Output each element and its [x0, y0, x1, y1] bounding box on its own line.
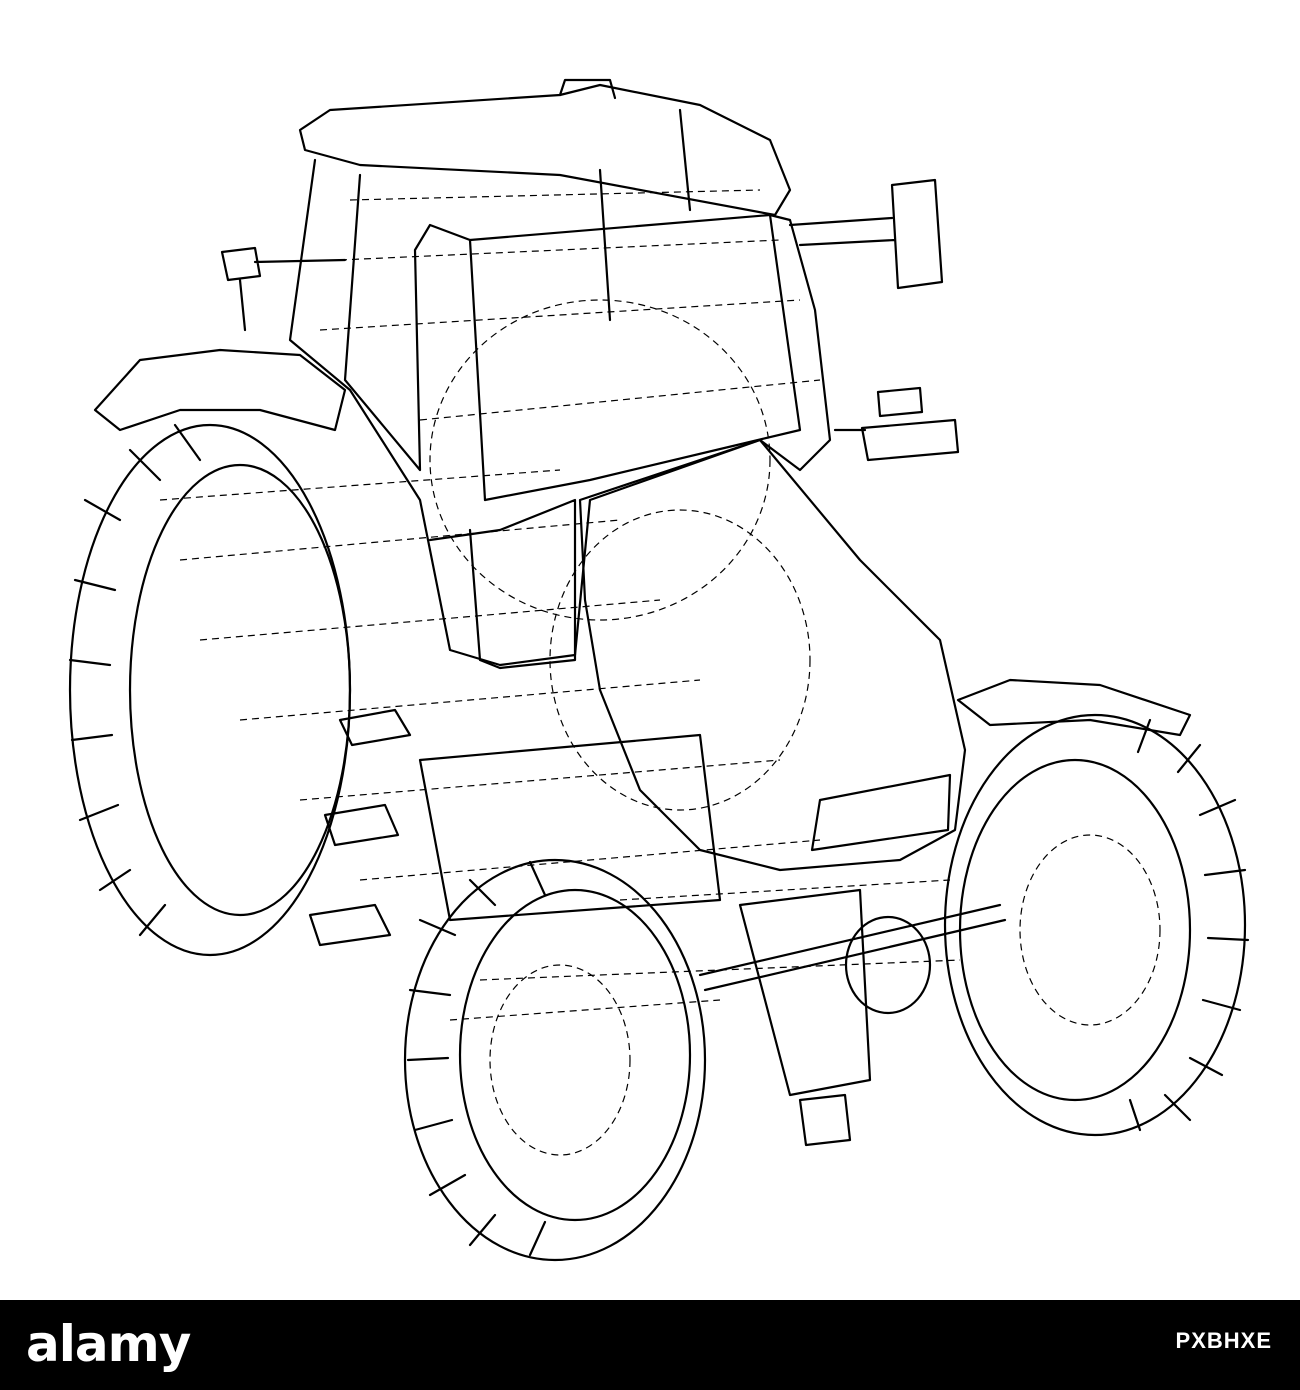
hidden-rear-right-tire [549, 509, 811, 811]
cab-frame [288, 158, 832, 667]
tractor-drawing [68, 78, 1250, 1262]
cab-roof [298, 83, 792, 217]
front-left-tire-treads [406, 860, 547, 1257]
front-axle [698, 888, 1007, 1097]
right-mirror [788, 178, 944, 290]
cab-step-upper [338, 708, 412, 747]
rear-fender [93, 348, 347, 432]
front-right-tire-inner [958, 758, 1192, 1102]
front-left-tire-inner [458, 888, 692, 1222]
tractor-hood [578, 438, 967, 872]
rear-left-tire [68, 423, 352, 957]
grille [810, 773, 952, 852]
hidden-front-right-hub [1019, 834, 1161, 1026]
tractor-wireframe-image [68, 78, 1250, 1262]
hidden-front-hub [489, 964, 631, 1156]
image-id-label: PXBHXE [1175, 1328, 1272, 1353]
hidden-line-axle [449, 879, 961, 1021]
hidden-rear-tire [429, 299, 771, 621]
cab-door [343, 173, 487, 502]
side-panel [428, 498, 577, 670]
front-left-tire [403, 858, 707, 1262]
front-right-tire [943, 713, 1247, 1137]
front-right-tire-treads [1128, 718, 1250, 1132]
cab-pillar [598, 108, 692, 322]
cab-window [468, 213, 802, 502]
rear-left-tire-inner [128, 463, 352, 917]
front-weight [798, 1093, 852, 1147]
rear-tire-treads [68, 423, 202, 937]
chassis-rail [418, 733, 722, 922]
alamy-logo: alamy [26, 1315, 191, 1373]
hidden-line-body [159, 469, 821, 881]
front-fender [956, 678, 1192, 737]
cab-step-lower [308, 903, 392, 947]
cab-step-middle [323, 803, 400, 847]
watermark-footer-bar: alamy PXBHXE [0, 1300, 1300, 1390]
roof-lights [558, 78, 617, 100]
left-mirror [220, 246, 347, 332]
hidden-line-cab [319, 189, 821, 421]
right-work-light [833, 386, 960, 462]
